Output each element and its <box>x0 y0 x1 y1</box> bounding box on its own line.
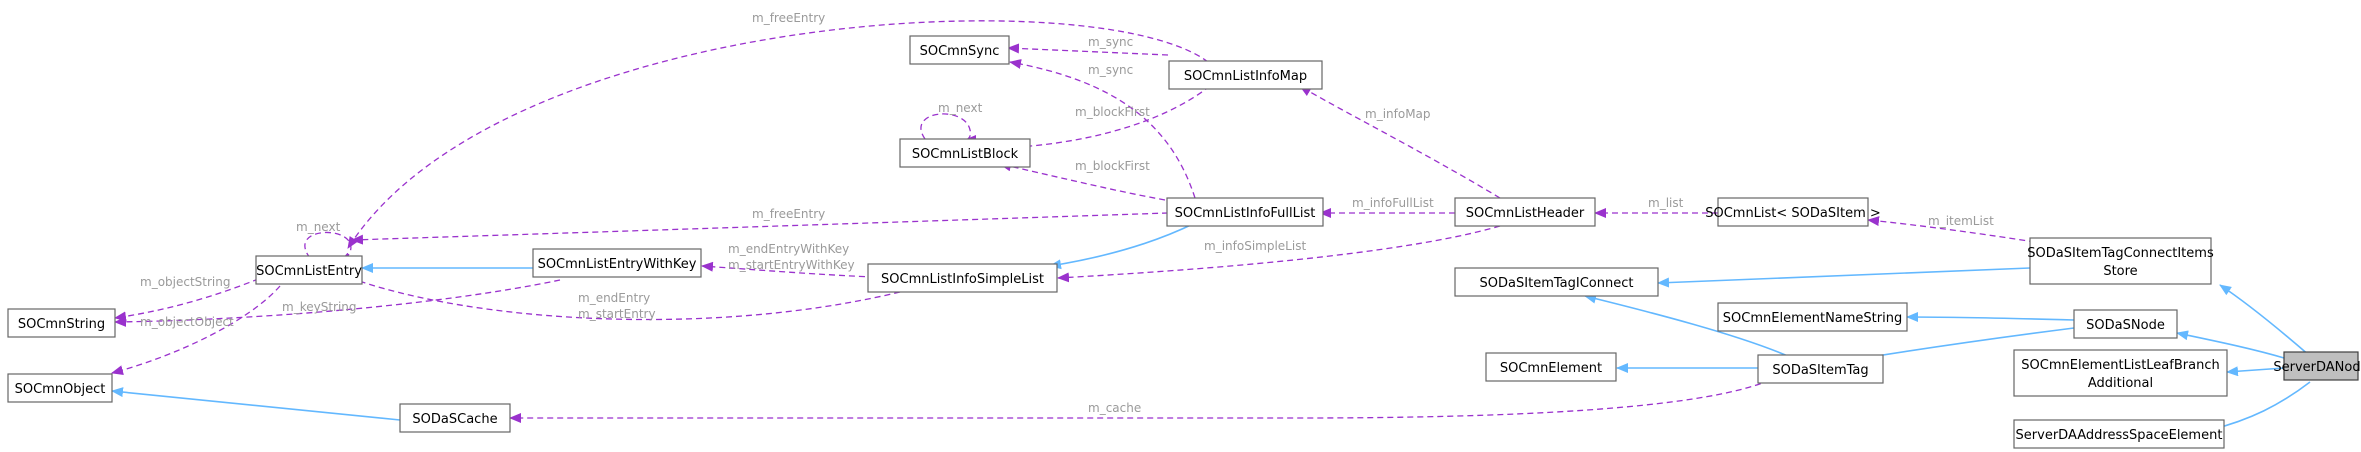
edge-inherit-fulllist-simplelist <box>1049 222 1196 270</box>
node-soda-s-node[interactable]: SODaSNode <box>2073 309 2178 339</box>
node-socmn-list-header[interactable]: SOCmnListHeader <box>1454 197 1596 227</box>
node-label: SOCmnSync <box>920 44 1000 59</box>
label-block-first-1: m_blockFirst <box>1075 105 1150 119</box>
node-label: SODaSItemTagIConnect <box>1480 276 1634 291</box>
edge-object-object <box>111 285 281 376</box>
label-info-full-list: m_infoFullList <box>1352 196 1434 210</box>
node-label-line1: SODaSItemTagConnectItems <box>2027 246 2214 261</box>
edge-info-simple-list <box>1057 225 1501 283</box>
node-label: SOCmnElementNameString <box>1723 311 1902 326</box>
label-free-entry-mid: m_freeEntry <box>752 207 825 221</box>
label-list: m_list <box>1648 196 1684 210</box>
node-label: SODaSCache <box>412 412 497 427</box>
inheritance-edges <box>111 222 2311 433</box>
edge-entry-with-key <box>701 261 896 279</box>
node-socmn-list-sodaitem[interactable]: SOCmnList< SODaSItem > <box>1705 197 1881 227</box>
node-label: SODaSItemTag <box>1772 363 1868 378</box>
node-label-line1: SOCmnElementListLeafBranch <box>2021 358 2219 373</box>
label-block-first-2: m_blockFirst <box>1075 159 1150 173</box>
edge-next-block <box>920 113 977 145</box>
node-server-da-address-space-element[interactable]: ServerDAAddressSpaceElement <box>2013 419 2225 449</box>
node-label: SOCmnListEntry <box>256 264 362 279</box>
node-socmn-element-name-string[interactable]: SOCmnElementNameString <box>1717 302 1908 332</box>
node-label: SOCmnListBlock <box>912 147 1019 162</box>
node-label: SODaSNode <box>2086 318 2165 333</box>
label-item-list: m_itemList <box>1928 214 1994 228</box>
edge-sync-fulllist <box>1009 59 1196 199</box>
node-socmn-object[interactable]: SOCmnObject <box>7 373 113 403</box>
node-label: ServerDAAddressSpaceElement <box>2016 428 2223 443</box>
label-cache: m_cache <box>1088 401 1141 415</box>
node-server-da-node[interactable]: ServerDANode <box>2273 351 2361 381</box>
usage-edges <box>111 20 2036 423</box>
edge-inherit-server-leafbranch <box>2226 366 2285 377</box>
node-label: SOCmnString <box>18 317 105 332</box>
node-socmn-list-info-map[interactable]: SOCmnListInfoMap <box>1168 60 1323 90</box>
label-object-object: m_objectObject <box>140 315 234 329</box>
node-label: SOCmnListInfoFullList <box>1175 206 1316 221</box>
label-info-map: m_infoMap <box>1365 107 1431 121</box>
label-free-entry-top: m_freeEntry <box>752 11 825 25</box>
node-label: SOCmnList< SODaSItem > <box>1705 206 1881 221</box>
label-info-simple-list: m_infoSimpleList <box>1204 239 1306 253</box>
label-sync-1: m_sync <box>1088 35 1133 49</box>
node-label: ServerDANode <box>2273 360 2361 375</box>
label-next-block: m_next <box>938 101 983 115</box>
node-soda-item-tag-connect-store[interactable]: SODaSItemTagConnectItems Store <box>2027 237 2214 285</box>
edge-free-entry-top <box>347 20 1209 249</box>
edge-key-string <box>114 279 561 327</box>
label-next-entry: m_next <box>296 220 341 234</box>
edge-inherit-store-tagconnect <box>1657 267 2031 288</box>
node-socmn-list-info-simple-list[interactable]: SOCmnListInfoSimpleList <box>867 263 1058 293</box>
node-label-line2: Additional <box>2088 376 2153 391</box>
label-end-entry-with-key: m_endEntryWithKey <box>728 242 849 256</box>
node-socmn-list-info-full-list[interactable]: SOCmnListInfoFullList <box>1166 197 1324 227</box>
edge-inherit-server-store <box>2219 284 2311 357</box>
node-label: SOCmnElement <box>1500 361 1602 376</box>
edge-inherit-cache-object <box>111 387 401 421</box>
edge-inherit-node-namestring <box>1906 312 2075 323</box>
edge-cache <box>509 379 1771 423</box>
edge-start-entry <box>334 271 901 321</box>
label-start-entry: m_startEntry <box>578 307 656 321</box>
node-label: SOCmnListInfoMap <box>1184 69 1307 84</box>
node-socmn-leaf-branch[interactable]: SOCmnElementListLeafBranch Additional <box>2013 349 2228 397</box>
label-object-string: m_objectString <box>140 275 230 289</box>
edge-labels: m_freeEntry m_sync m_sync m_next m_block… <box>140 11 1994 415</box>
node-socmn-list-entry-with-key[interactable]: SOCmnListEntryWithKey <box>532 248 702 278</box>
edge-inherit-server-node <box>2176 330 2285 359</box>
node-label: SOCmnObject <box>15 382 106 397</box>
node-label: SOCmnListInfoSimpleList <box>881 272 1044 287</box>
node-socmn-list-entry[interactable]: SOCmnListEntry <box>255 255 363 285</box>
label-key-string: m_keyString <box>282 300 357 314</box>
edge-block-first-fulllist <box>999 161 1166 201</box>
label-sync-2: m_sync <box>1088 63 1133 77</box>
node-label: SOCmnListHeader <box>1466 206 1585 221</box>
edge-inherit-itemtag-tagconnect <box>1584 293 1791 358</box>
label-end-entry: m_endEntry <box>578 291 650 305</box>
node-label-line2: Store <box>2103 264 2137 279</box>
node-socmn-element[interactable]: SOCmnElement <box>1485 352 1617 382</box>
node-soda-item-tag-connect[interactable]: SODaSItemTagIConnect <box>1454 267 1659 297</box>
edge-item-list <box>1867 216 2036 243</box>
edge-object-string <box>114 274 269 322</box>
node-socmn-list-block[interactable]: SOCmnListBlock <box>899 138 1031 168</box>
edge-info-map <box>1299 85 1501 199</box>
edge-sync-map <box>1007 43 1169 56</box>
edge-free-entry-mid <box>351 212 1169 245</box>
node-socmn-sync[interactable]: SOCmnSync <box>909 35 1010 65</box>
node-socmn-string[interactable]: SOCmnString <box>7 308 116 338</box>
node-label: SOCmnListEntryWithKey <box>538 257 697 272</box>
label-start-entry-with-key: m_startEntryWithKey <box>728 258 855 272</box>
node-soda-s-cache[interactable]: SODaSCache <box>399 403 511 433</box>
node-soda-s-item-tag[interactable]: SODaSItemTag <box>1757 354 1884 384</box>
